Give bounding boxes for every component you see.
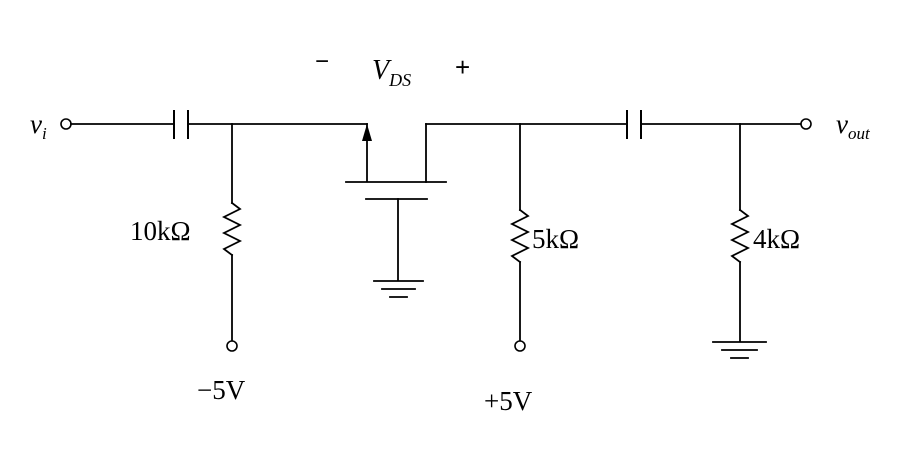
- input-coupling-capacitor: [173, 110, 189, 139]
- vds-minus-sign: −: [315, 48, 329, 75]
- load-resistor-label: 4kΩ: [753, 224, 800, 254]
- load-resistor: [729, 123, 751, 342]
- source-resistor: [221, 123, 243, 342]
- input-label: vi: [30, 109, 47, 143]
- mosfet: [345, 123, 447, 281]
- drain-resistor: [509, 123, 531, 342]
- vds-label: VDS: [372, 55, 411, 90]
- output-terminal: [800, 118, 812, 130]
- drain-resistor-label: 5kΩ: [532, 224, 579, 254]
- negative-supply-label: −5V: [197, 375, 246, 405]
- gate-ground-icon: [373, 280, 424, 298]
- output-coupling-capacitor: [626, 110, 642, 139]
- positive-supply-label: +5V: [484, 386, 533, 416]
- positive-supply-terminal: [514, 340, 526, 352]
- input-terminal: [60, 118, 72, 130]
- source-resistor-label: 10kΩ: [130, 216, 191, 246]
- source-arrow-icon: [362, 124, 372, 141]
- vds-plus-sign: +: [455, 52, 470, 82]
- load-ground-icon: [712, 341, 767, 359]
- negative-supply-terminal: [226, 340, 238, 352]
- output-label: vout: [836, 109, 871, 143]
